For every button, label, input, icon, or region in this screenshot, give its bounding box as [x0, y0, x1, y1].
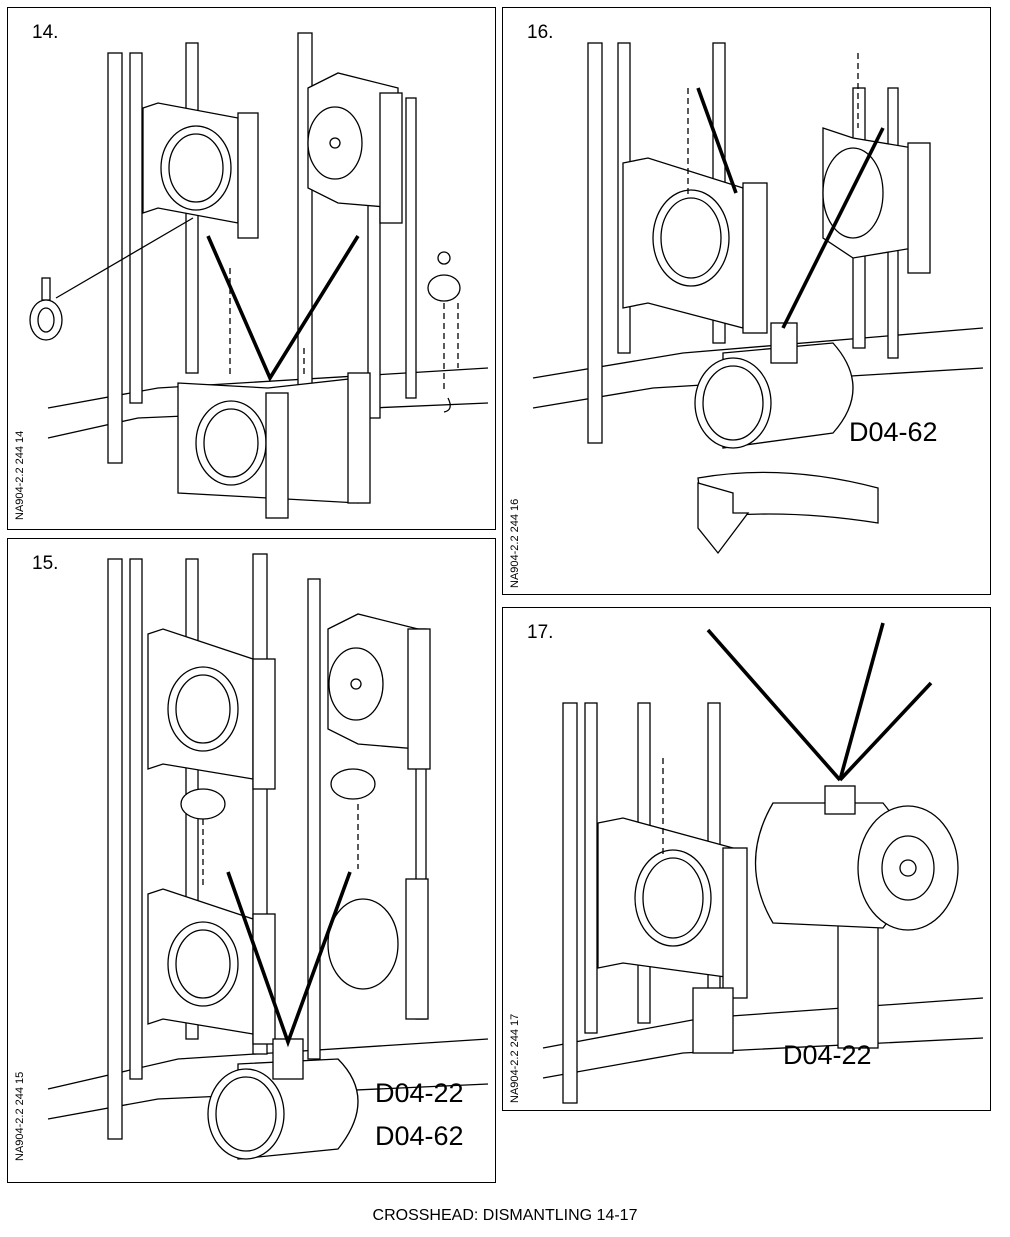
tool-code: D04-62 — [849, 417, 938, 447]
step-number: 15. — [32, 553, 59, 574]
figure-caption: CROSSHEAD: DISMANTLING 14-17 — [372, 1207, 638, 1224]
drawing-reference: NA904-2.2 244 14 — [14, 430, 26, 520]
panel-step-15: 15. D04-22 D04-62 NA904-2.2 244 15 — [7, 538, 496, 1183]
tool-code: D04-62 — [375, 1121, 464, 1151]
crosshead-illustration-15 — [47, 553, 489, 1160]
panel-step-17: 17. D04-22 NA904-2.2 244 17 — [502, 607, 991, 1111]
drawing-reference: NA904-2.2 244 17 — [509, 1013, 521, 1103]
crosshead-illustration-16 — [532, 42, 984, 555]
crosshead-illustration-14 — [29, 32, 489, 519]
step-number: 14. — [32, 22, 59, 43]
tool-code: D04-22 — [783, 1040, 872, 1070]
tool-code: D04-22 — [375, 1078, 464, 1108]
step-number: 17. — [527, 622, 554, 643]
drawing-reference: NA904-2.2 244 16 — [509, 498, 521, 588]
panel-step-14: 14. NA904-2.2 244 14 — [7, 7, 496, 530]
step-number: 16. — [527, 22, 554, 43]
crosshead-illustration-17 — [542, 622, 984, 1104]
drawing-reference: NA904-2.2 244 15 — [14, 1071, 26, 1161]
panel-step-16: 16. D04-62 NA904-2.2 244 16 — [502, 7, 991, 595]
